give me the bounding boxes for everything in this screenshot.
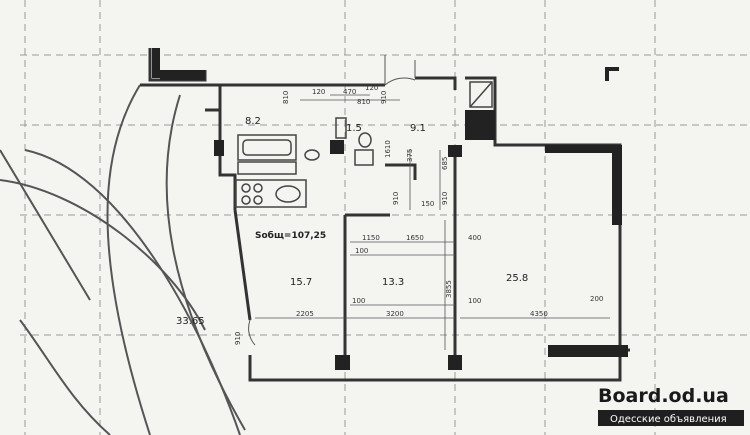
dimension-label: 810	[282, 91, 290, 104]
watermark-site: Board.od.ua	[598, 385, 729, 407]
dimension-label: 120	[312, 88, 325, 96]
dimension-label: 100	[352, 297, 365, 305]
dimension-lines	[255, 94, 610, 350]
dimension-label: 3855	[445, 280, 453, 298]
bathroom-fixtures	[237, 117, 374, 175]
watermark-tagline-bg	[598, 410, 744, 426]
door-arcs	[248, 55, 416, 346]
dimension-label: 1650	[406, 234, 424, 242]
room-33-65-area: 33.65	[176, 316, 205, 327]
kitchen-stove	[235, 179, 307, 208]
total-area-label: Sобщ=107,25	[255, 230, 326, 241]
dimension-label: 120	[365, 84, 378, 92]
dimension-label: 810	[357, 98, 370, 106]
room-25-8-area: 25.8	[506, 273, 528, 284]
terrace-outline	[0, 84, 246, 435]
dimension-label: 400	[468, 234, 481, 242]
dimension-label: 1150	[362, 234, 380, 242]
wall-fills	[152, 48, 628, 370]
dimension-label: 2205	[296, 310, 314, 318]
dimension-label: 910	[380, 91, 388, 104]
watermark: Board.od.ua Одесские объявления	[598, 385, 744, 426]
dimension-label: 100	[355, 247, 368, 255]
dimension-label: 100	[468, 297, 481, 305]
room-15-7-area: 15.7	[290, 277, 312, 288]
room-8-2-area: 8.2	[245, 116, 261, 127]
room-1-5-area: 1.5	[346, 123, 362, 134]
room-13-3-area: 13.3	[382, 277, 404, 288]
room-9-1-area: 9.1	[410, 123, 426, 134]
dimension-label: 910	[392, 192, 400, 205]
dimension-label: 3200	[386, 310, 404, 318]
dimension-label: 685	[441, 157, 449, 170]
dimension-label: 375	[406, 149, 414, 162]
dimension-label: 200	[590, 295, 603, 303]
stair-shaft	[469, 81, 493, 108]
dimension-label: 4350	[530, 310, 548, 318]
dimension-label: 1610	[384, 140, 392, 158]
watermark-tagline: Одесские объявления	[610, 414, 727, 425]
dimension-label: 150	[421, 200, 434, 208]
dimension-label: 470	[343, 88, 356, 96]
dimension-label: 910	[441, 192, 449, 205]
dimension-label: 910	[234, 332, 242, 345]
